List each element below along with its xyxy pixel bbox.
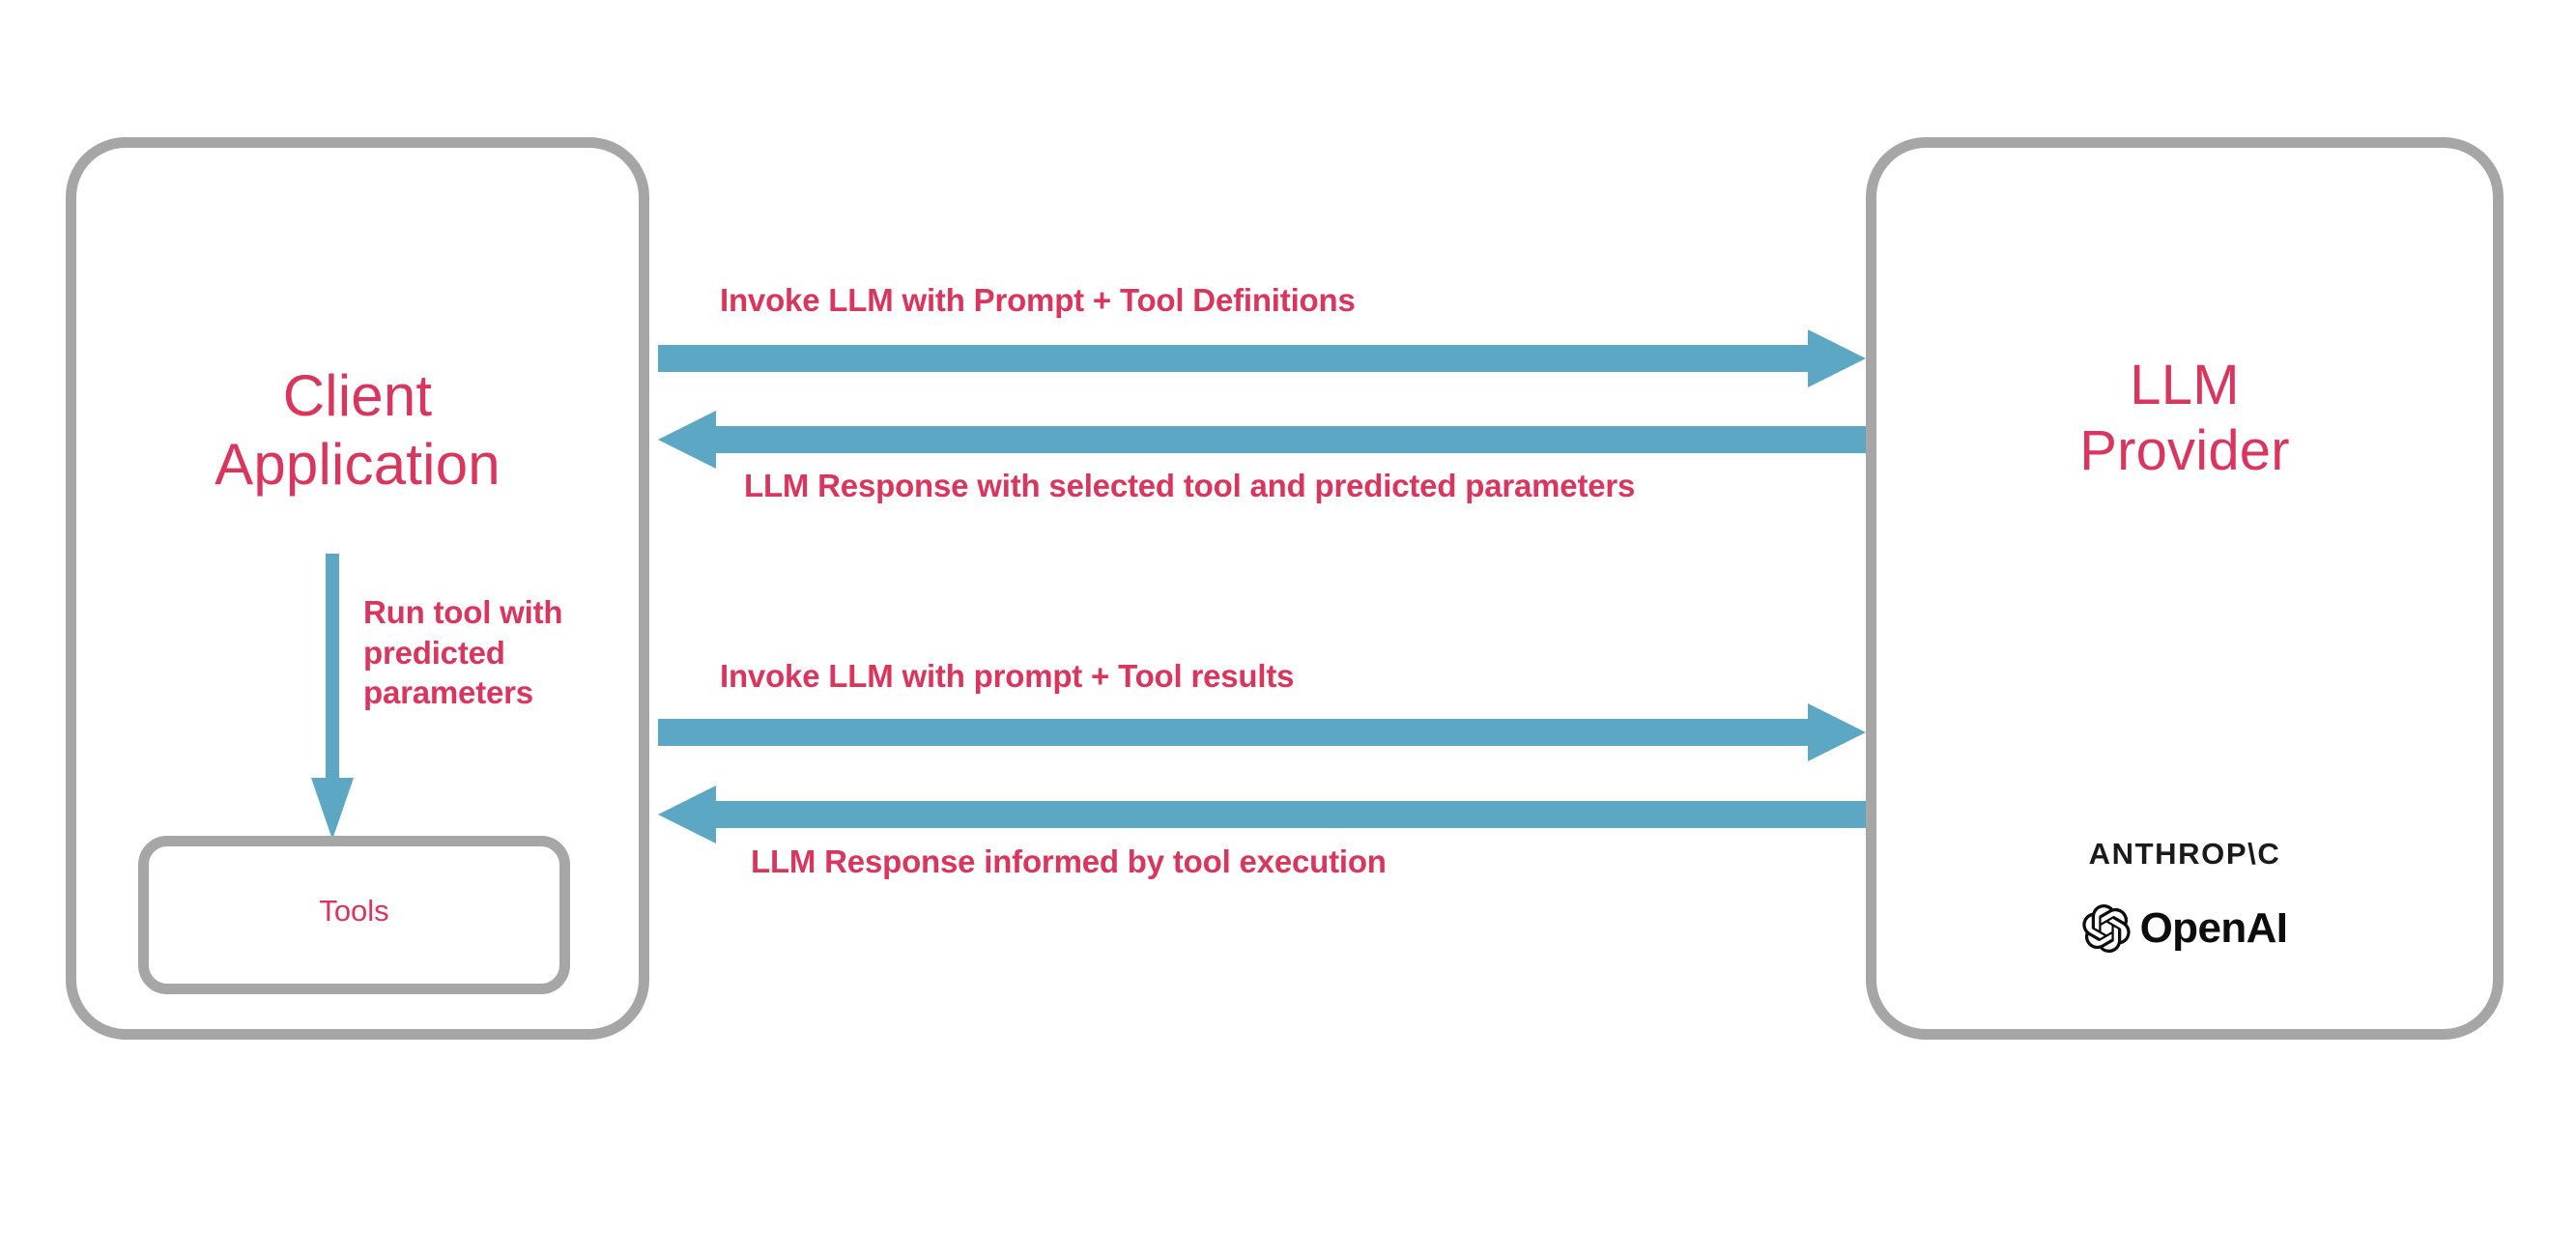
openai-logo: OpenAI bbox=[1875, 904, 2494, 953]
message-2-label: LLM Response with selected tool and pred… bbox=[744, 468, 1636, 503]
message-3-arrow bbox=[658, 701, 1866, 763]
llm-provider-node[interactable] bbox=[1866, 137, 2504, 1040]
tools-node[interactable] bbox=[138, 836, 570, 994]
tools-label: Tools bbox=[319, 894, 389, 928]
message-1-arrow bbox=[658, 328, 1866, 389]
openai-mark-icon bbox=[2081, 904, 2131, 953]
anthropic-logo: ANTHROP\C bbox=[2088, 837, 2281, 871]
run-tool-arrow-label: Run tool with predicted parameters bbox=[363, 594, 563, 711]
message-4-label: LLM Response informed by tool execution bbox=[751, 843, 1387, 879]
llm-provider-label: LLM Provider bbox=[2079, 354, 2290, 483]
message-4-arrow bbox=[658, 784, 1866, 845]
message-2-arrow bbox=[658, 409, 1866, 471]
message-3-label: Invoke LLM with prompt + Tool results bbox=[720, 658, 1295, 694]
run-tool-arrow bbox=[309, 554, 356, 840]
openai-wordmark: OpenAI bbox=[2139, 904, 2288, 952]
message-1-label: Invoke LLM with Prompt + Tool Definition… bbox=[720, 282, 1356, 318]
client-application-label: Client Application bbox=[215, 363, 501, 497]
